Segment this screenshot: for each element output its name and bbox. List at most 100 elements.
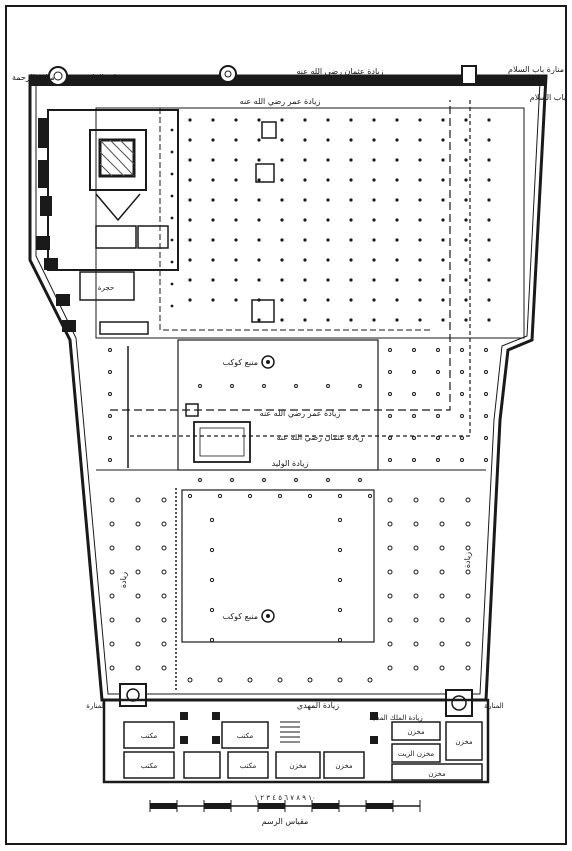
column: [188, 298, 192, 302]
column: [418, 158, 422, 162]
umar-boundary: [110, 100, 451, 411]
label-side-rooms: حجرة: [98, 284, 114, 292]
column: [234, 118, 238, 122]
column: [303, 118, 307, 122]
column: [439, 497, 445, 503]
column: [230, 478, 234, 482]
column: [436, 370, 440, 374]
column: [170, 260, 174, 264]
column: [234, 278, 238, 282]
column: [465, 617, 471, 623]
column: [487, 298, 491, 302]
column: [372, 278, 376, 282]
column: [413, 665, 419, 671]
column: [464, 118, 468, 122]
label-ziyadat-umar-mid: زيادة عمر رضي الله عنه: [260, 409, 341, 418]
column: [395, 118, 399, 122]
column: [337, 547, 343, 553]
column: [303, 318, 307, 322]
label-minaret-bottom-right: المنارة: [484, 702, 503, 710]
column: [326, 318, 330, 322]
column: [367, 677, 373, 683]
column: [257, 118, 261, 122]
minaret-bottom-right-icon: [445, 689, 473, 717]
column: [170, 304, 174, 308]
outer-frame: [5, 5, 567, 845]
column: [257, 158, 261, 162]
column: [487, 238, 491, 242]
column: [487, 258, 491, 262]
column: [487, 158, 491, 162]
column: [349, 198, 353, 202]
column: [465, 521, 471, 527]
column: [326, 238, 330, 242]
column: [326, 478, 330, 482]
label-ziyadat-umar-top: زيادة عمر رضي الله عنه: [240, 97, 321, 106]
column: [418, 118, 422, 122]
label-ziyadat-uthman-mid: زيادة عثمان رضي الله عنه: [277, 433, 364, 442]
central-kiosk: [193, 421, 251, 463]
label-room-7: مخزن: [407, 728, 425, 736]
column: [464, 198, 468, 202]
column: [441, 238, 445, 242]
column: [170, 150, 174, 154]
column: [418, 198, 422, 202]
column: [487, 278, 491, 282]
column: [441, 138, 445, 142]
column: [395, 218, 399, 222]
column: [307, 493, 313, 499]
uthman-boundary: [130, 100, 471, 437]
column: [387, 569, 393, 575]
column: [170, 172, 174, 176]
side-room-1: [79, 271, 135, 301]
label-ziyadat-walid-mid: زيادة الوليد: [272, 459, 309, 468]
column: [230, 384, 234, 388]
column: [372, 158, 376, 162]
column: [211, 298, 215, 302]
column: [439, 641, 445, 647]
minaret-top-right-icon: [461, 65, 477, 85]
column: [484, 414, 488, 418]
column: [349, 318, 353, 322]
column: [209, 577, 215, 583]
column: [198, 384, 202, 388]
column: [372, 178, 376, 182]
column: [209, 547, 215, 553]
hujra-dome-base: [95, 193, 141, 222]
column: [303, 178, 307, 182]
minaret-top-left-icon: [48, 66, 68, 86]
label-minaret-rahma: منارة الرحمة: [12, 73, 55, 82]
column: [387, 545, 393, 551]
column: [234, 198, 238, 202]
column: [349, 218, 353, 222]
column: [135, 521, 141, 527]
column-grid: [108, 118, 491, 683]
column: [211, 238, 215, 242]
column: [303, 298, 307, 302]
column: [326, 218, 330, 222]
column: [303, 198, 307, 202]
column: [277, 493, 283, 499]
column: [464, 318, 468, 322]
column: [465, 569, 471, 575]
column: [108, 414, 112, 418]
column: [487, 118, 491, 122]
column: [465, 497, 471, 503]
column: [211, 278, 215, 282]
column: [464, 278, 468, 282]
column: [161, 569, 167, 575]
column: [337, 677, 343, 683]
column: [326, 278, 330, 282]
column: [441, 118, 445, 122]
central-kiosk-inner: [199, 427, 245, 457]
column: [303, 218, 307, 222]
column: [277, 677, 283, 683]
column: [484, 348, 488, 352]
column: [170, 282, 174, 286]
column: [109, 569, 115, 575]
column: [108, 436, 112, 440]
column: [326, 198, 330, 202]
column: [307, 677, 313, 683]
column: [188, 258, 192, 262]
column: [280, 138, 284, 142]
